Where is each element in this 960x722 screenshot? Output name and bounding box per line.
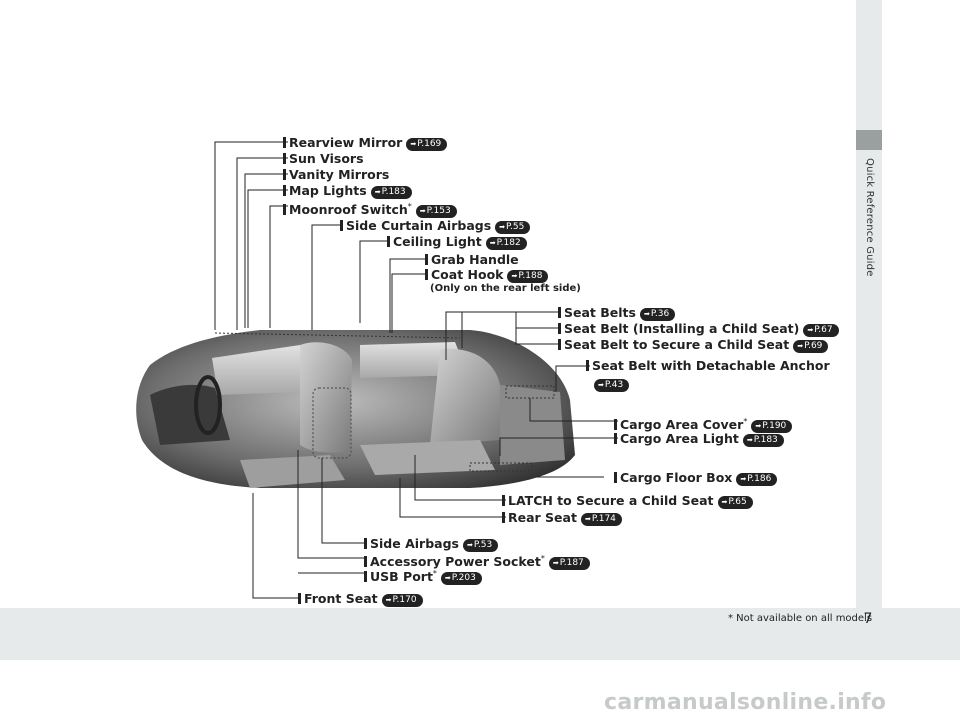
page-ref-badge[interactable]: ➡P.183 [743,434,784,447]
page-ref-badge[interactable]: ➡P.203 [441,572,482,585]
page-ref-badge[interactable]: ➡P.43 [594,379,629,392]
page-ref-badge[interactable]: ➡P.183 [371,186,412,199]
page-ref-badge[interactable]: ➡P.36 [640,308,675,321]
page-ref-badge[interactable]: ➡P.188 [507,270,548,283]
page-ref-badge[interactable]: ➡P.170 [382,594,423,607]
coat-hook-note: (Only on the rear left side) [430,283,581,294]
page-ref-badge[interactable]: ➡P.65 [718,496,753,509]
callout-cargo-floor-box: Cargo Floor Box➡P.186 [614,470,777,486]
callout-grab-handle: Grab Handle [425,252,519,267]
callout-seat-belt-secure: Seat Belt to Secure a Child Seat➡P.69 [558,337,828,353]
rear-seat-cushion [360,440,495,475]
callout-seat-belt-detachable: Seat Belt with Detachable Anchor [586,358,830,373]
callout-latch: LATCH to Secure a Child Seat➡P.65 [502,493,753,509]
page-ref-badge[interactable]: ➡P.69 [793,340,828,353]
callout-side-curtain-airbags: Side Curtain Airbags➡P.55 [340,218,530,234]
page-ref-badge[interactable]: ➡P.174 [581,513,622,526]
callout-front-seat: Front Seat➡P.170 [298,591,423,607]
page-ref-badge[interactable]: ➡P.153 [416,205,457,218]
callout-sun-visors: Sun Visors [283,151,364,166]
page-ref-badge[interactable]: ➡P.55 [495,221,530,234]
callout-seat-belt-detachable-ref: ➡P.43 [590,376,629,392]
callout-vanity-mirrors: Vanity Mirrors [283,167,389,182]
page-ref-badge[interactable]: ➡P.187 [549,557,590,570]
callout-side-airbags: Side Airbags➡P.53 [364,536,498,552]
watermark: carmanualsonline.info [604,690,886,715]
page-ref-badge[interactable]: ➡P.169 [406,138,447,151]
callout-usb-port: USB Port*➡P.203 [364,566,482,585]
page-ref-badge[interactable]: ➡P.182 [486,237,527,250]
callout-ceiling-light: Ceiling Light➡P.182 [387,234,527,250]
callout-rear-seat: Rear Seat➡P.174 [502,510,622,526]
page-ref-badge[interactable]: ➡P.186 [736,473,777,486]
page-ref-badge[interactable]: ➡P.67 [803,324,838,337]
front-seat-back [300,342,352,452]
callout-coat-hook: Coat Hook➡P.188 [425,267,548,283]
callout-seat-belts: Seat Belts➡P.36 [558,305,675,321]
callout-rearview-mirror: Rearview Mirror➡P.169 [283,135,447,151]
callout-moonroof-switch: Moonroof Switch*➡P.153 [283,199,457,218]
callout-cargo-area-light: Cargo Area Light➡P.183 [614,431,784,447]
callout-map-lights: Map Lights➡P.183 [283,183,412,199]
cargo-area [500,385,565,465]
callout-seat-belt-installing: Seat Belt (Installing a Child Seat)➡P.67 [558,321,839,337]
